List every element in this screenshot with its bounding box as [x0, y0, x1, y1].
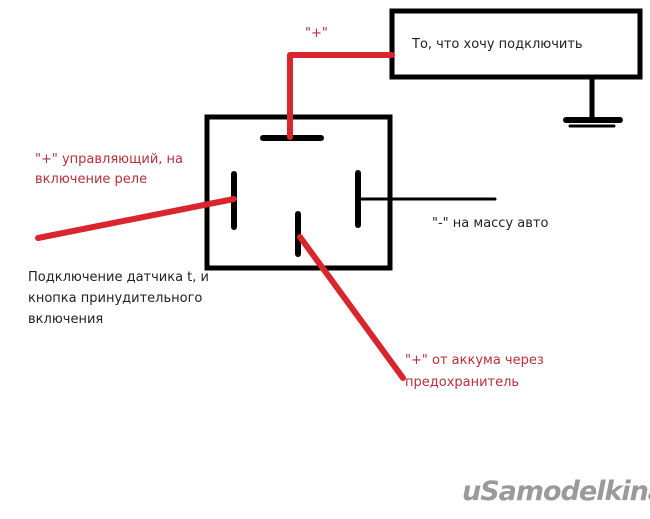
- battery-label-1: "+" от аккума через: [405, 353, 544, 368]
- sensor-label-1: Подключение датчика t, и: [28, 270, 209, 285]
- device-box: [389, 8, 643, 80]
- relay-box: [204, 114, 393, 271]
- control-positive-wire: [35, 196, 237, 241]
- plus-top-label: "+": [305, 26, 328, 41]
- output-positive-wire: [287, 52, 395, 140]
- sensor-label-3: включения: [28, 312, 104, 327]
- sensor-label-2: кнопка принудительного: [28, 291, 203, 306]
- ground-label: "-" на массу авто: [432, 216, 549, 231]
- control-label-1: "+" управляющий, на: [35, 152, 184, 167]
- device-label: То, что хочу подключить: [412, 37, 583, 52]
- battery-positive-wire: [297, 234, 406, 381]
- control-label-2: включение реле: [35, 172, 148, 187]
- battery-label-2: предохранитель: [405, 375, 520, 390]
- watermark: uSamodelkina.ru: [462, 476, 650, 507]
